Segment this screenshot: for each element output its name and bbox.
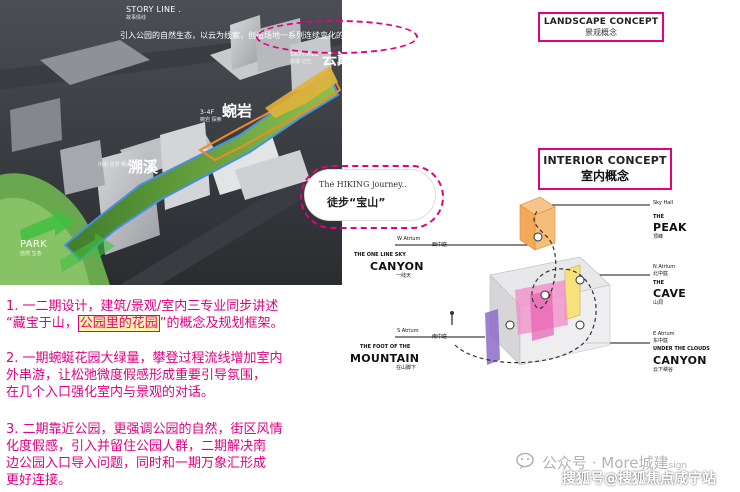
landscape-concept-subtitle: 景观概念 (585, 28, 617, 37)
sky-hall-label: Sky Hall (653, 200, 674, 206)
hiking-bubble: The HIKING journey.. 徒步“宝山” (305, 170, 435, 220)
render-caption: 引入公园的自然生态，以云为线索，创造场地一系列连续变化的探索体验 (120, 31, 342, 40)
s-atrium-cn: 南中庭 (432, 334, 448, 340)
hiking-bubble-ring (300, 165, 444, 229)
peak-cn: 顶峰 (653, 234, 664, 240)
hiking-bubble-title: The HIKING journey.. (319, 180, 407, 189)
skyhall-label: SKYHALL (290, 51, 319, 58)
peak-title: PEAK (653, 221, 687, 234)
note-1: 1. 一二期设计，建筑/景观/室内三专业同步讲述 “藏宝于山，公园里的花园”的概… (6, 298, 284, 332)
note-2-line-3: 在几个入口强化室内与景观的对话。 (6, 385, 215, 400)
stream-chinese: 溯溪 (128, 158, 159, 176)
mountain-pre: THE FOOT OF THE (360, 344, 411, 350)
note-1-highlight: 公园里的花园 (77, 315, 160, 332)
canyon-left-pre: THE ONE LINE SKY (354, 252, 406, 258)
cave-cn: 山洞 (653, 300, 664, 306)
watermark-wechat-tail: sign (668, 461, 688, 471)
note-3-line-4: 更好连接。 (6, 473, 72, 488)
s-atrium-label: S Atrium (397, 328, 419, 334)
hiking-bubble-subtitle: 徒步“宝山” (327, 196, 386, 209)
note-3: 3. 二期靠近公园，更强调公园的自然，街区风情 化度假感，引入并留住公园人群，二… (6, 421, 283, 489)
rock-label: 3-4F (200, 109, 215, 116)
landscape-concept-box: LANDSCAPE CONCEPT 景观概念 (538, 12, 664, 42)
story-line-subtitle: 故事情线 (126, 15, 147, 21)
watermark-sohu: 搜狐号@搜狐焦点咸宁站 (562, 471, 716, 487)
canyon-right-title: CANYON (653, 354, 707, 367)
park-sublabel: 自然 生态 (20, 251, 42, 257)
n-atrium-label: N Atrium (653, 264, 676, 270)
note-1-line-2c: ”的概念及规划框架。 (159, 316, 284, 331)
canyon-right-pre: UNDER THE CLOUDS (653, 346, 710, 352)
note-1-line-1: 1. 一二期设计，建筑/景观/室内三专业同步讲述 (6, 299, 279, 314)
landscape-concept-title: LANDSCAPE CONCEPT (543, 17, 659, 27)
note-3-line-1: 3. 二期靠近公园，更强调公园的自然，街区风情 (6, 422, 283, 437)
interior-concept-title: INTERIOR CONCEPT (543, 154, 667, 167)
note-2: 2. 一期蜿蜒花园大绿量，攀登过程流线增加室内 外串游，让松弛微度假感形成重要引… (6, 350, 283, 401)
note-1-line-2a: “藏宝于山， (6, 316, 78, 331)
watermark-wechat: 公众号 · More城建sign (542, 452, 687, 473)
interior-diagram-drawing (395, 196, 650, 366)
rock-chinese: 蜿岩 (222, 102, 253, 120)
watermark-wechat-text: 公众号 · More城建 (542, 454, 669, 472)
interior-diagram: W Atrium 西中庭 THE ONE LINE SKY CANYON 一线天… (340, 195, 740, 385)
wechat-icon (516, 452, 534, 469)
note-3-line-3: 边公园入口导入问题，同时和一期万象汇形成 (6, 456, 267, 471)
interior-concept-subtitle: 室内概念 (580, 169, 629, 183)
note-1-line-2: “藏宝于山，公园里的花园”的概念及规划框架。 (6, 315, 284, 332)
n-atrium-cn: 北中庭 (653, 271, 669, 277)
note-3-line-2: 化度假感，引入并留住公园人群，二期解决南 (6, 439, 267, 454)
canyon-right-cn: 云下峡谷 (653, 367, 674, 373)
note-2-line-1: 2. 一期蜿蜒花园大绿量，攀登过程流线增加室内 (6, 351, 283, 366)
park-label: PARK (20, 239, 47, 250)
e-atrium-cn: 东中庭 (653, 338, 669, 344)
cave-pre: THE (653, 280, 665, 286)
stream-sublabel: 内街 自然 畅游 (98, 162, 132, 168)
w-atrium-label: W Atrium (397, 236, 421, 242)
e-atrium-label: E Atrium (653, 331, 675, 337)
skyhall-chinese: 云巅 (322, 50, 342, 68)
w-atrium-cn: 西中庭 (432, 242, 448, 248)
caption-highlight-ring (256, 20, 418, 54)
mountain-title: MOUNTAIN (350, 352, 420, 365)
note-2-line-2: 外串游，让松弛微度假感形成重要引导氛围， (6, 368, 267, 383)
canyon-left-cn: 一线天 (396, 273, 412, 279)
canyon-left-title: CANYON (370, 260, 424, 273)
cave-title: CAVE (653, 287, 687, 300)
peak-pre: THE (653, 214, 665, 220)
story-line-title: STORY LINE . (126, 5, 182, 14)
mountain-cn: 在山脚下 (396, 365, 417, 371)
rock-sublabel: 蜿岩 探索 (200, 117, 222, 123)
interior-concept-box: INTERIOR CONCEPT 室内概念 (538, 148, 672, 190)
skyhall-sublabel: 高楼 记忆 (290, 59, 312, 65)
